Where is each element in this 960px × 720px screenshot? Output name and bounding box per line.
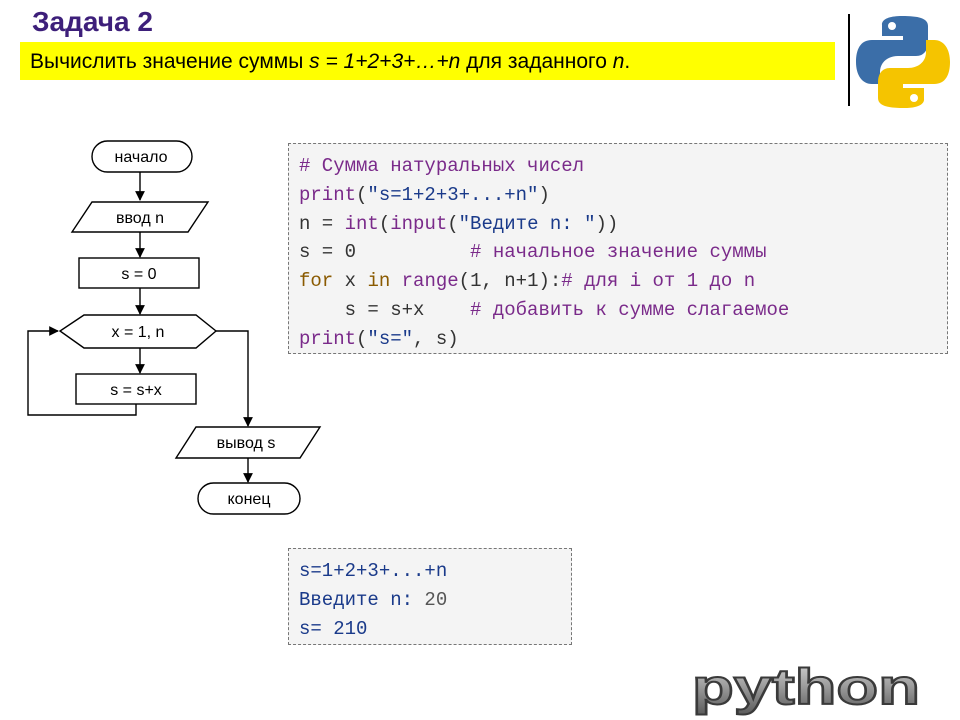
flow-output-shape [174,426,322,459]
python-logo-icon [856,16,950,108]
flow-input: ввод n [116,210,164,227]
code-line-7: print("s=", s) [299,327,459,350]
flow-end-shape [197,482,301,515]
task-formula: s = 1+2+3+…+n [309,50,461,73]
flow-input-shape [70,201,210,233]
code-line-5: for x in range(1, n+1):# для i от 1 до n [299,270,756,293]
python-wordmark-logo: python [691,660,921,716]
code-line-6: s = s+x # добавить к сумме слагаемое [299,298,790,321]
flow-body-shape [75,373,197,405]
code-line-2: print("s=1+2+3+...+n") [299,183,550,206]
task-prefix: Вычислить значение суммы [30,50,310,73]
flow-end: конец [228,491,271,508]
code-block: # Сумма натуральных чисел print("s=1+2+3+… [288,143,948,354]
divider-line [848,14,850,106]
task-var: n [612,50,625,73]
flow-start-shape [91,140,193,173]
output-line-2: Введите n: 20 [299,588,448,611]
python-wordmark-text: python [692,660,920,715]
code-line-1: # Сумма натуральных чисел [299,155,585,177]
flow-output: вывод s [217,435,276,452]
task-suffix: . [624,50,631,73]
flow-loop-shape [58,314,218,349]
code-line-3: n = int(input("Ведите n: ")) [299,212,619,235]
flowchart: начало ввод n s = 0 x = 1, n s = s+x выв… [27,140,322,515]
output-line-3: s= 210 [299,617,368,640]
flow-loop: x = 1, n [112,324,165,341]
output-line-1: s=1+2+3+...+n [299,560,448,582]
flow-start: начало [114,149,167,166]
flow-init-shape [78,257,200,289]
page-title: Задача 2 [32,6,153,37]
flow-init: s = 0 [121,266,156,283]
task-middle: для заданного [460,50,613,73]
task-statement: Вычислить значение суммы s = 1+2+3+…+n д… [20,42,835,80]
code-line-4: s = 0 # начальное значение суммы [299,241,767,264]
flow-body: s = s+x [110,382,162,399]
